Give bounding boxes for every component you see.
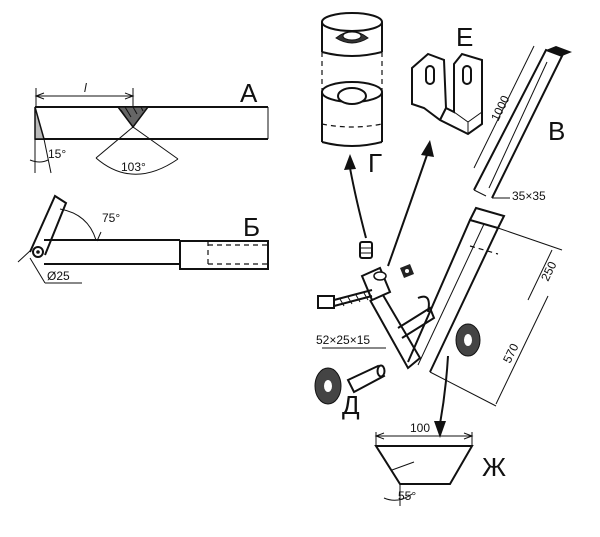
dim-100-label: 100 bbox=[410, 421, 430, 435]
part-52-label: 52×25×15 bbox=[316, 333, 370, 347]
angle-15-label: 15° bbox=[48, 147, 66, 161]
dim-570-label: 570 bbox=[500, 341, 522, 365]
detail-zh-wedge: 100 55° Ж bbox=[374, 421, 506, 506]
view-b-hinge-rod: 75° Ø25 Б bbox=[17, 194, 269, 284]
detail-e-label: Е bbox=[456, 22, 473, 52]
detail-v-label: В bbox=[548, 116, 565, 146]
view-a-weld-joint: l 15° 103° А bbox=[29, 78, 269, 175]
lever-assembly: 52×25×15 Д bbox=[314, 206, 506, 420]
lever-dimensions: 250 570 bbox=[429, 227, 563, 407]
detail-g-label: Г bbox=[368, 148, 382, 178]
detail-g-bushing: Г bbox=[321, 12, 383, 178]
view-b-label: Б bbox=[243, 212, 260, 242]
angle-55-label: 55° bbox=[398, 489, 416, 503]
view-a-label: А bbox=[240, 78, 258, 108]
angle-75-label: 75° bbox=[102, 211, 120, 225]
angle-103-label: 103° bbox=[121, 160, 146, 174]
reference-arrows bbox=[344, 140, 449, 438]
dim-250-label: 250 bbox=[538, 259, 560, 283]
detail-v-square-tube: 1000 35×35 В bbox=[473, 45, 572, 203]
section-35-label: 35×35 bbox=[512, 189, 546, 203]
detail-zh-label: Ж bbox=[482, 452, 506, 482]
dim-l-label: l bbox=[84, 81, 87, 95]
detail-d-label: Д bbox=[342, 390, 360, 420]
detail-e-bracket: Е bbox=[411, 22, 483, 136]
dia-25-label: Ø25 bbox=[47, 269, 70, 283]
